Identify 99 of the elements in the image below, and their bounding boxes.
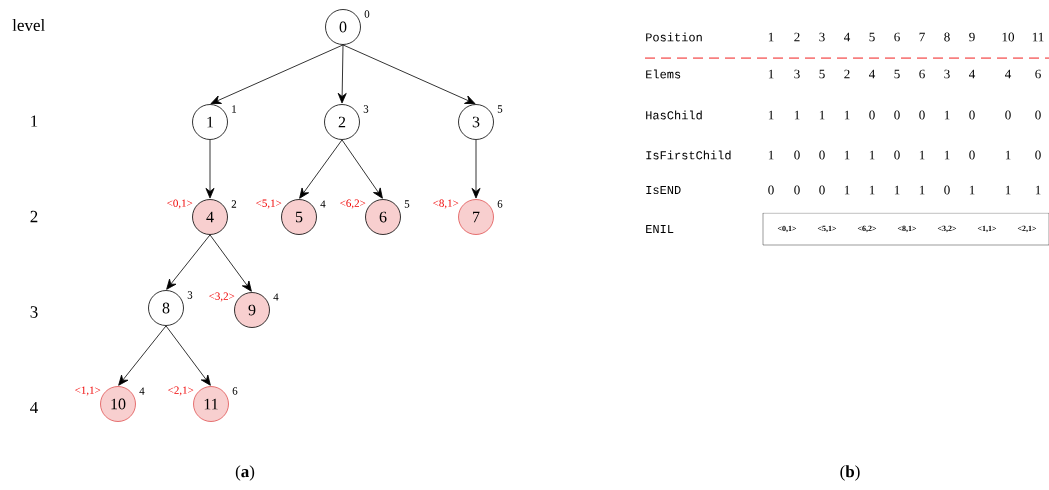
arrow [118,325,167,386]
table-cell: 0 [894,150,900,160]
row-header: IsEND [646,186,681,194]
arrow [166,234,211,290]
table-cell: 1 [869,150,875,160]
table-cell: 3 [944,69,950,79]
arrow [209,234,252,292]
order-number: 3 [187,291,193,299]
table-cell: 1 [944,150,950,160]
interval-label: <6,2> [340,199,366,209]
table-cell: 1 [1005,185,1011,195]
table-cell: 1 [768,69,774,79]
table-cell: 0 [1005,110,1011,120]
table-cell: 5 [894,69,900,79]
table-cell: 4 [844,32,851,42]
table-cell: 0 [819,150,825,160]
table-cell: 6 [919,69,925,79]
table-cell: 2 [844,69,850,79]
caption: (b) [840,465,860,481]
table-cell: 6 [1035,69,1041,79]
table-cell: 1 [919,150,925,160]
list-box: <0,1> <5,1> <6,2> <8,1> <3,2> <1,1> <2,1> [762,212,1049,246]
order-number: 4 [273,293,279,301]
table-cell: 0 [969,150,975,160]
table-cell: 1 [768,150,774,160]
row-header: ENIL [646,225,674,233]
table-cell: 5 [869,32,875,42]
order-number: 6 [232,387,238,395]
arrow [299,139,343,199]
order-number: 2 [231,200,237,208]
interval-label: <8,1> [433,199,459,209]
arrow [342,44,476,105]
table-cell: 1 [844,150,850,160]
table-cell: 9 [969,32,975,42]
level-number: 4 [30,401,38,414]
interval-label: <3,2> [209,292,235,302]
table-cell: 0 [794,185,800,195]
table-cell: 0 [819,185,825,195]
level-heading: level [12,19,45,31]
table-cell: 0 [1035,150,1041,160]
level-number: 3 [30,306,38,318]
table-cell: 1 [869,185,875,195]
table-cell: 1 [919,185,925,195]
order-number: 5 [497,105,503,113]
order-number: 1 [232,105,237,113]
table-cell: 7 [919,32,925,42]
level-number: 2 [30,210,38,223]
table-cell: 4 [1005,69,1012,79]
row-header: IsFirstChild [646,150,731,160]
table-cell: 2 [794,32,800,42]
caption: (a) [235,465,255,481]
table-cell: 0 [944,185,950,195]
table-cell: 1 [844,185,850,195]
table-cell: 10 [1002,32,1014,42]
order-number: 6 [497,200,503,208]
table-cell: 0 [869,110,875,120]
order-number: 4 [320,200,326,208]
order-number: 5 [404,200,410,208]
table-cell: 3 [794,69,800,79]
order-number: 0 [364,10,370,18]
table-cell: 6 [894,32,900,42]
level-number: 1 [31,115,38,127]
interval-label: <0,1> [167,199,193,209]
table-cell: 4 [969,69,976,79]
arrow [165,325,211,386]
table-cell: 0 [894,110,900,120]
arrow [210,44,344,105]
row-header: Position [646,32,702,42]
order-number: 3 [363,105,369,113]
table-cell: 1 [768,110,774,120]
table-cell: 1 [1035,185,1041,195]
table-cell: 1 [1005,150,1011,160]
table-cell: 0 [794,150,800,160]
table-cell: 4 [869,69,876,79]
table-cell: 1 [969,185,975,195]
row-header: Elems [646,69,681,79]
arrow [205,139,215,199]
interval-label: <5,1> [256,199,282,209]
table-cell: 1 [844,110,850,120]
table-cell: 3 [819,32,825,42]
table-cell: 1 [794,110,800,120]
table-cell: 1 [894,185,900,195]
arrow [471,139,481,199]
row-header: HasChild [646,110,702,120]
table-cell: 11 [1032,32,1044,42]
interval-label: <2,1> [168,386,194,396]
table-cell: 1 [819,110,825,120]
arrow [341,139,383,199]
order-number: 4 [139,387,145,395]
arrow [337,44,347,104]
table-cell: 0 [768,185,774,195]
table-cell: 5 [819,69,825,79]
table-cell: 1 [944,110,950,120]
interval-label: <1,1> [75,386,101,396]
table-cell: 1 [768,32,774,42]
table-cell: 0 [969,110,975,120]
table-cell: 0 [919,110,925,120]
table-cell: 8 [944,32,950,42]
table-cell: 0 [1035,110,1041,120]
